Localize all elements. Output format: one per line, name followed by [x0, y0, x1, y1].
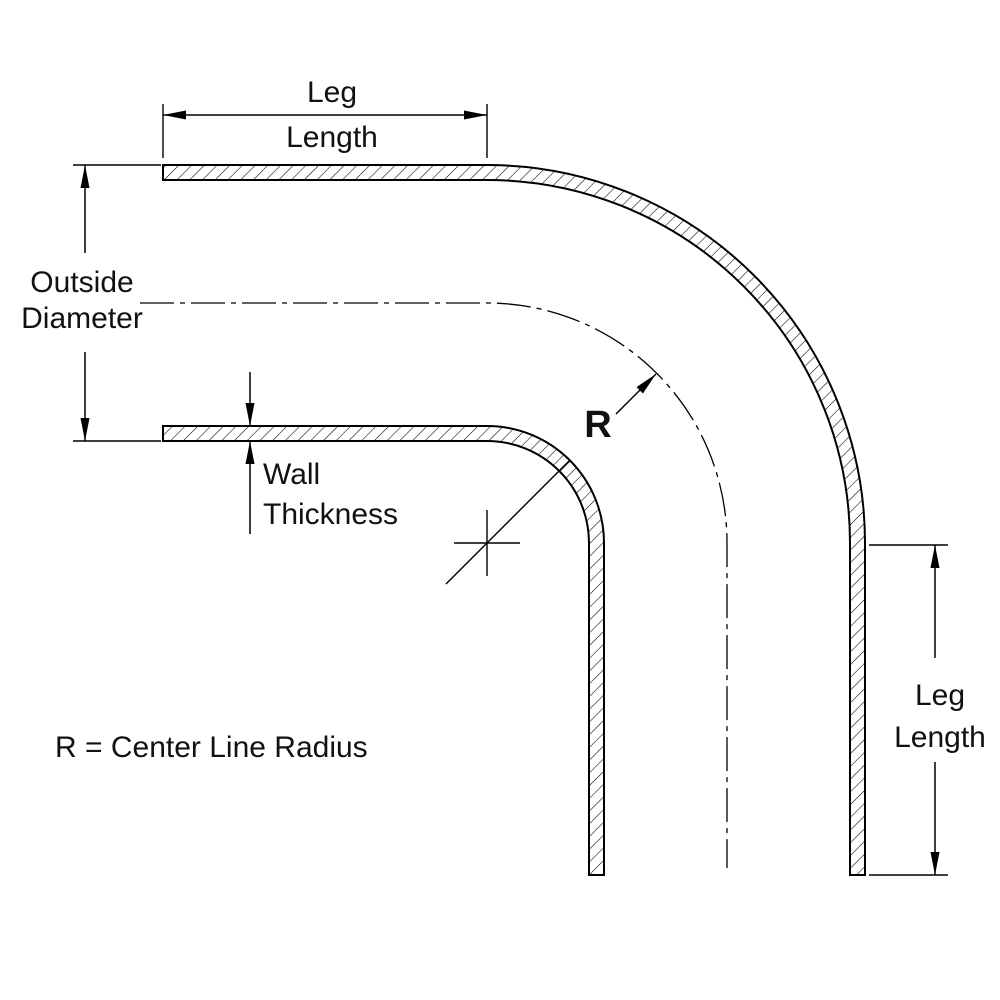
pipe-outer-wall	[162, 164, 866, 876]
radius-line	[445, 459, 571, 585]
leg-length-top-label-line1: Leg	[307, 76, 357, 109]
pipe-centerline	[140, 302, 728, 868]
outside-diameter-label-line1: Outside	[30, 266, 133, 299]
pipe-inner-wall	[162, 425, 605, 876]
leg-length-right-label-line1: Leg	[915, 679, 965, 712]
radius-legend: R = Center Line Radius	[55, 731, 368, 764]
wall-thickness-label-line2: Thickness	[263, 498, 398, 531]
outside-diameter-dimension: Outside Diameter	[21, 164, 161, 442]
leg-length-right-label-line2: Length	[894, 721, 986, 754]
radius-arrow	[615, 373, 657, 415]
outside-diameter-label-line2: Diameter	[21, 302, 143, 335]
leg-length-top-label-line2: Length	[286, 121, 378, 154]
wall-thickness-dimension: Wall Thickness	[245, 372, 398, 534]
leg-length-top-dimension: Leg Length	[162, 76, 488, 158]
leg-length-right-dimension: Leg Length	[869, 544, 986, 876]
wall-thickness-label-line1: Wall	[263, 458, 320, 491]
radius-symbol-label: R	[584, 404, 611, 446]
